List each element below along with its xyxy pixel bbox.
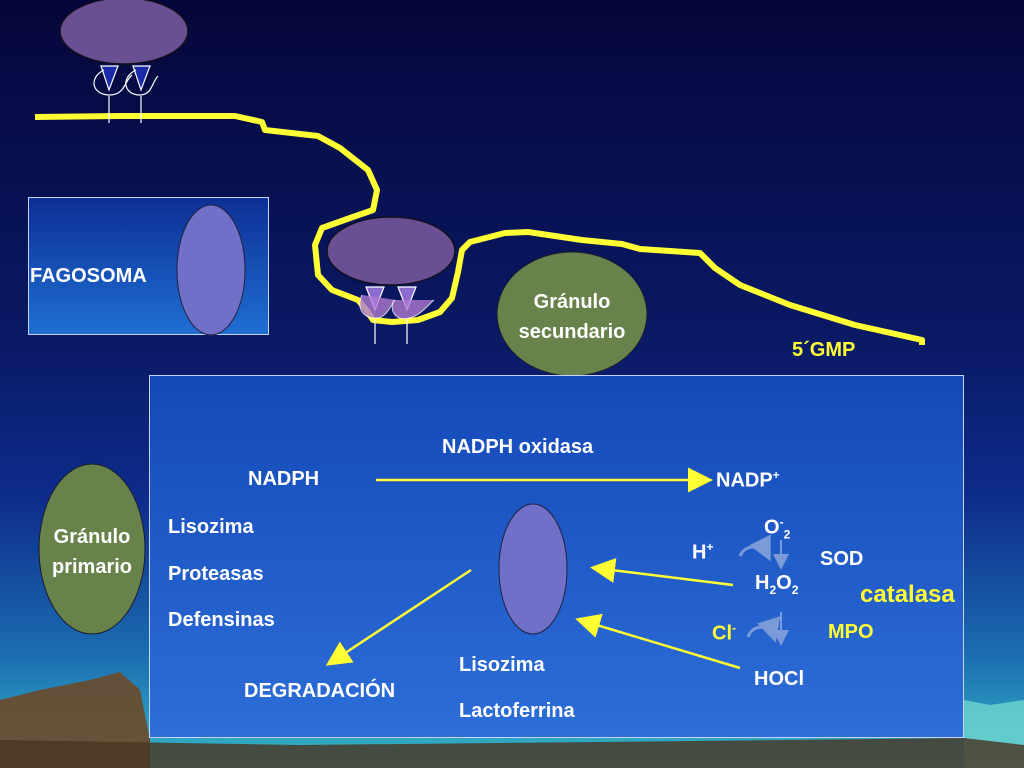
gmp-label: 5´GMP bbox=[792, 339, 856, 361]
degradacion-label: DEGRADACIÓN bbox=[244, 680, 396, 702]
catalasa-label: catalasa bbox=[860, 581, 955, 608]
middle-cell bbox=[326, 216, 456, 286]
middle-receptors bbox=[359, 286, 435, 344]
chloride-label: Cl- bbox=[712, 621, 736, 645]
nadph-label: NADPH bbox=[248, 468, 320, 490]
nadp-label: NADP+ bbox=[716, 468, 780, 492]
fagosoma-label: FAGOSOMA bbox=[30, 265, 147, 287]
proteasas-label: Proteasas bbox=[168, 563, 264, 585]
granulo-primario-label-2: primario bbox=[51, 556, 133, 578]
cell-membrane bbox=[34, 113, 925, 345]
granulo-secundario-label-1: Gránulo bbox=[533, 291, 611, 313]
granulo-secundario-label-2: secundario bbox=[518, 321, 626, 343]
lisozima-left-label: Lisozima bbox=[168, 516, 254, 538]
granulo-primario-label-1: Gránulo bbox=[53, 526, 131, 548]
top-receptors bbox=[93, 65, 159, 123]
lactoferrina-label: Lactoferrina bbox=[459, 700, 575, 722]
superoxide-label: O-2 bbox=[764, 515, 791, 542]
lisozima-bottom-label: Lisozima bbox=[459, 654, 545, 676]
ground-bottom bbox=[0, 738, 1024, 768]
h2o2-label: H2O2 bbox=[755, 572, 799, 597]
nadph-oxidasa-label: NADPH oxidasa bbox=[442, 436, 594, 458]
h-plus-label: H+ bbox=[692, 540, 714, 564]
mpo-label: MPO bbox=[828, 621, 874, 643]
sod-label: SOD bbox=[820, 548, 864, 570]
hocl-label: HOCl bbox=[754, 668, 804, 690]
defensinas-label: Defensinas bbox=[168, 609, 275, 631]
top-cell bbox=[59, 0, 189, 65]
